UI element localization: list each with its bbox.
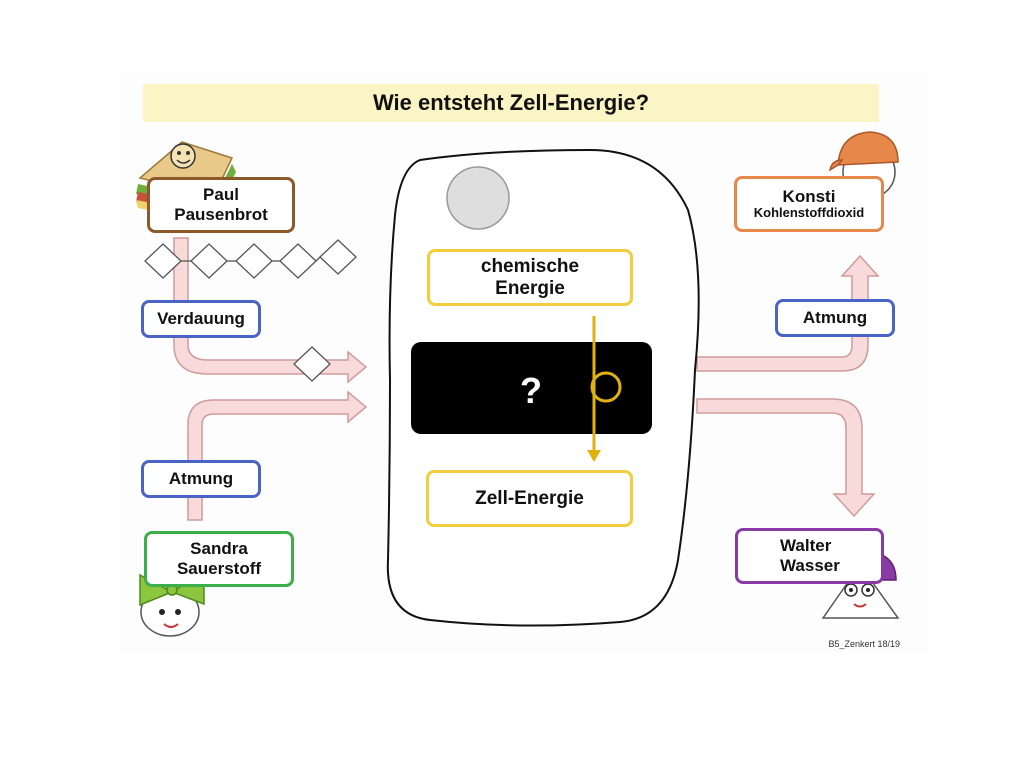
energy-arrow-head — [587, 450, 601, 462]
footer-credit: B5_Zenkert 18/19 — [828, 639, 900, 649]
title-banner: Wie entsteht Zell-Energie? — [143, 84, 879, 122]
verdauung-label: Verdauung — [141, 300, 261, 338]
zell-energie-text: Zell-Energie — [475, 487, 584, 509]
glucose-diamond — [144, 243, 182, 279]
sandra-sauerstoff-box: Sandra Sauerstoff — [144, 531, 294, 587]
cell-nucleus — [446, 166, 510, 230]
glucose-chain — [144, 239, 357, 279]
arrow-water — [696, 398, 876, 518]
glucose-single-diamond — [293, 346, 331, 382]
atmung-right-label: Atmung — [775, 299, 895, 337]
arrow-carbon-dioxide — [696, 254, 880, 372]
konsti-kohlenstoffdioxid-box: Konsti Kohlenstoffdioxid — [734, 176, 884, 232]
mitochondrion-box — [411, 342, 652, 434]
page-title: Wie entsteht Zell-Energie? — [372, 90, 650, 115]
konsti-name: Konsti — [782, 186, 836, 206]
walter-substance: Wasser — [780, 556, 840, 575]
verdauung-text: Verdauung — [157, 309, 245, 329]
paul-name: Paul — [203, 185, 239, 205]
paul-substance: Pausenbrot — [174, 205, 268, 224]
chemische-energie-box: chemische Energie — [427, 249, 633, 306]
glucose-diamond — [235, 243, 273, 279]
atmung-left-text: Atmung — [168, 469, 234, 489]
arrow-digestion — [173, 237, 368, 384]
glucose-diamond — [319, 239, 357, 275]
sandra-name: Sandra — [190, 539, 248, 559]
chemische-energie-line1: chemische — [480, 255, 580, 277]
energy-loop — [590, 371, 622, 403]
walter-name: Walter — [780, 536, 832, 556]
zell-energie-box: Zell-Energie — [426, 470, 633, 527]
arrow-oxygen — [187, 390, 368, 521]
paul-pausenbrot-box: Paul Pausenbrot — [147, 177, 295, 233]
konsti-substance: Kohlenstoffdioxid — [753, 205, 865, 221]
glucose-diamond — [279, 243, 317, 279]
atmung-left-label: Atmung — [141, 460, 261, 498]
sandra-substance: Sauerstoff — [176, 559, 262, 578]
chemische-energie-line2: Energie — [495, 277, 565, 299]
glucose-diamond — [190, 243, 228, 279]
atmung-right-text: Atmung — [802, 308, 868, 328]
walter-wasser-box: Walter Wasser — [735, 528, 884, 584]
mitochondrion-question: ? — [520, 370, 542, 411]
